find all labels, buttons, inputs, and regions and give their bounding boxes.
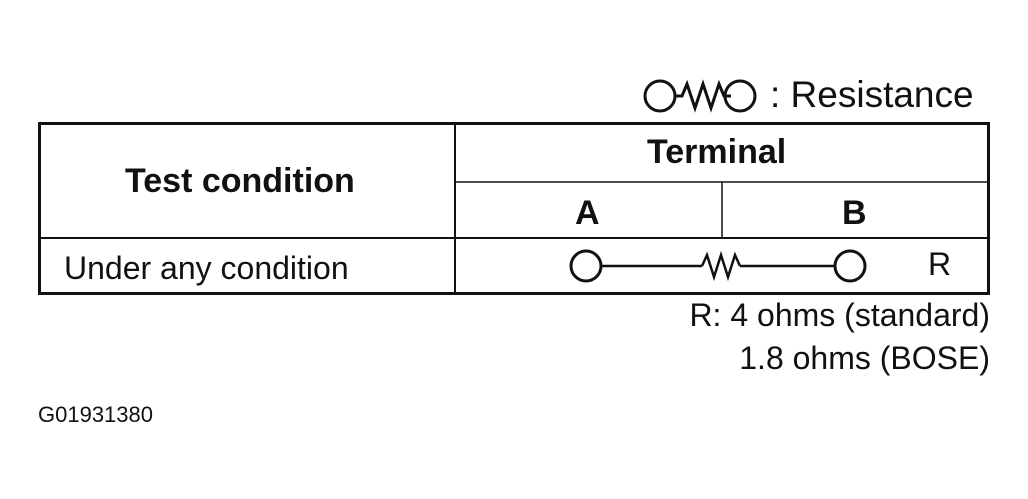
legend: : Resistance — [640, 70, 1000, 120]
terminal-table: Test condition Terminal A B Under any co… — [38, 122, 990, 295]
header-test-condition: Test condition — [125, 162, 355, 200]
row-value: R — [928, 246, 952, 282]
note-standard: R: 4 ohms (standard) — [689, 297, 990, 333]
table-grid — [38, 122, 990, 295]
header-terminal: Terminal — [647, 133, 787, 171]
terminal-b-label: B — [842, 194, 867, 232]
terminal-a-label: A — [575, 194, 600, 232]
resistor-connection-icon — [569, 249, 867, 283]
legend-label: : Resistance — [770, 74, 974, 115]
figure-code: G01931380 — [38, 402, 153, 427]
note-bose: 1.8 ohms (BOSE) — [739, 340, 990, 376]
row-condition: Under any condition — [64, 250, 349, 286]
resistor-symbol-icon — [643, 79, 757, 113]
